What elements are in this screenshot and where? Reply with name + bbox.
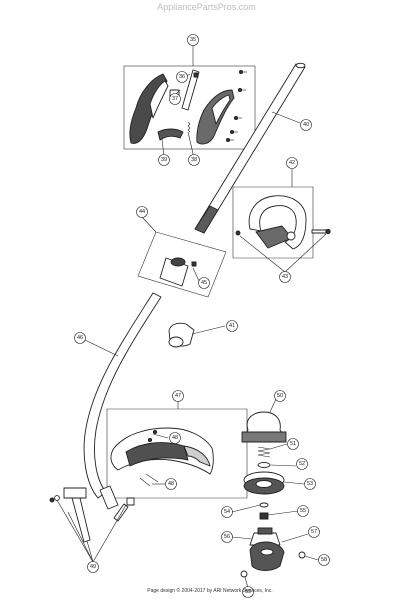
svg-text:41: 41 [229,323,235,329]
copyright-text: Page design © 2004-2017 by ARI Network S… [147,588,273,594]
small-retainer [240,570,248,578]
head-hub [249,527,281,546]
callout-50: 50 [274,390,286,402]
trimmer-guard [110,427,214,487]
svg-text:46: 46 [77,335,83,341]
callout-59: 59 [242,586,254,598]
callout-42: 42 [286,157,298,169]
left-handle-housing [129,73,169,144]
callout-36: 36 [176,71,188,83]
right-handle-housing [196,89,235,145]
svg-text:54: 54 [224,509,230,515]
group-box-coupler [137,231,227,298]
callout-54: 54 [221,506,233,518]
line-eyelet-insert [298,551,306,559]
svg-text:43: 43 [282,274,288,280]
svg-text:56: 56 [224,534,230,540]
callout-51: 51 [287,438,299,450]
bump-knob [249,541,285,571]
callout-57: 57 [308,526,320,538]
callout-55: 55 [297,505,309,517]
shaft-collar [168,322,195,348]
line-spool [243,471,285,495]
group-box-guard [106,408,248,499]
head-cover [241,411,287,443]
head-eyelet [257,462,271,468]
callout-48-lower: 48 [165,478,177,490]
svg-text:42: 42 [289,160,295,166]
svg-text:40: 40 [303,122,309,128]
svg-text:39: 39 [161,157,167,163]
lower-curved-shaft [83,292,162,510]
svg-text:48: 48 [172,435,178,441]
svg-text:45: 45 [201,280,207,286]
housing-screws [225,69,247,143]
svg-text:36: 36 [179,74,185,80]
callout-39: 39 [158,154,170,166]
upper-shaft [194,62,306,234]
svg-text:35: 35 [190,37,196,43]
auxiliary-handle [235,195,331,250]
svg-text:49: 49 [90,564,96,570]
svg-text:48: 48 [168,481,174,487]
callout-44: 44 [136,206,148,218]
callout-41: 41 [226,320,238,332]
svg-text:59: 59 [245,589,251,595]
svg-text:50: 50 [277,393,283,399]
svg-text:47: 47 [175,393,181,399]
group-box-handle-housing [123,65,256,150]
svg-text:55: 55 [300,508,306,514]
callout-40: 40 [300,119,312,131]
group-box-handle-assembly [232,186,314,259]
spool-washer [259,502,269,508]
callout-38: 38 [188,154,200,166]
small-spring [187,121,191,133]
watermark-text: AppliancePartsPros.com [157,2,256,12]
svg-text:52: 52 [299,461,305,467]
callout-45: 45 [198,277,210,289]
callout-48-upper: 48 [169,432,181,444]
svg-text:57: 57 [311,529,317,535]
shaft-clamp [49,487,135,543]
callout-46: 46 [74,332,86,344]
callout-58: 58 [318,554,330,566]
callout-49: 49 [87,561,99,573]
callout-35: 35 [187,34,199,46]
callout-52: 52 [296,458,308,470]
callout-47: 47 [172,390,184,402]
callout-37: 37 [169,93,181,105]
callout-53: 53 [304,478,316,490]
svg-text:44: 44 [139,209,145,215]
coupler-assembly [159,257,197,287]
svg-text:37: 37 [172,96,178,102]
callout-43: 43 [279,271,291,283]
svg-text:38: 38 [191,157,197,163]
callout-56: 56 [221,531,233,543]
leader-lines [56,44,327,589]
svg-text:51: 51 [290,441,296,447]
trigger-lever [157,128,184,141]
svg-text:58: 58 [321,557,327,563]
spool-nut [259,512,269,520]
head-spring [257,446,271,458]
switch-rod [181,69,200,111]
svg-text:53: 53 [307,481,313,487]
